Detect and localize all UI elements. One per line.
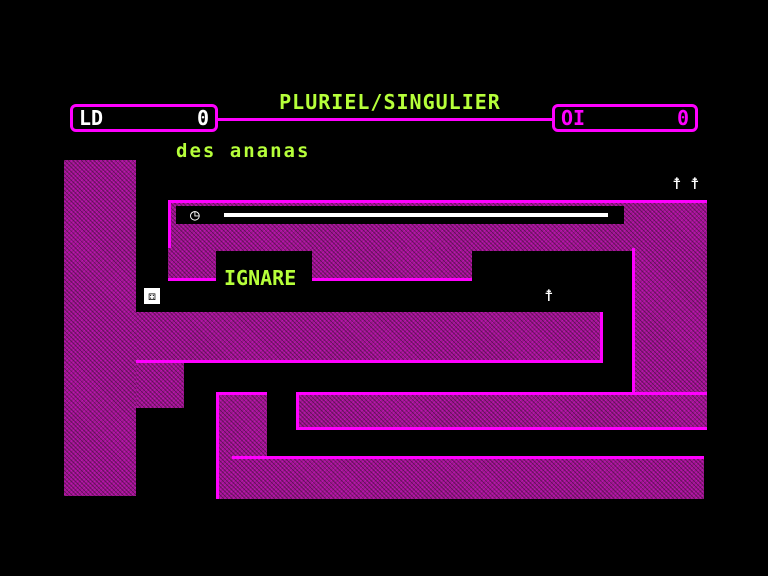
left-score-box: LD 0: [70, 104, 218, 132]
maze-wall-mid-band: [136, 312, 603, 363]
maze-wall-top-teeth: [168, 248, 216, 281]
game-title: PLURIEL/SINGULIER: [279, 90, 501, 114]
left-score-label: LD: [79, 106, 104, 130]
clock-icon: ◷: [190, 205, 200, 224]
maze-wall-bottom: [232, 456, 704, 499]
maze-wall-top-teeth-2: [312, 248, 472, 281]
person-icon: ☨: [672, 174, 682, 193]
phrase-text: des ananas: [176, 140, 311, 162]
maze-wall-right-bar: [296, 392, 707, 430]
right-score-box: OI 0: [552, 104, 698, 132]
right-score-value: 0: [676, 106, 689, 130]
current-word: IGNARE: [224, 266, 297, 290]
dice-icon[interactable]: ⚃: [144, 288, 160, 304]
timer-fill: [224, 213, 608, 217]
maze-wall-right: [632, 248, 707, 392]
maze-wall-left: [64, 160, 136, 496]
person-icon: ☨: [690, 174, 700, 193]
header-connector: [218, 118, 552, 121]
timer-bar: ◷: [176, 206, 624, 224]
person-icon: ☨: [544, 286, 554, 305]
right-score-label: OI: [561, 106, 586, 130]
left-score-value: 0: [196, 106, 209, 130]
